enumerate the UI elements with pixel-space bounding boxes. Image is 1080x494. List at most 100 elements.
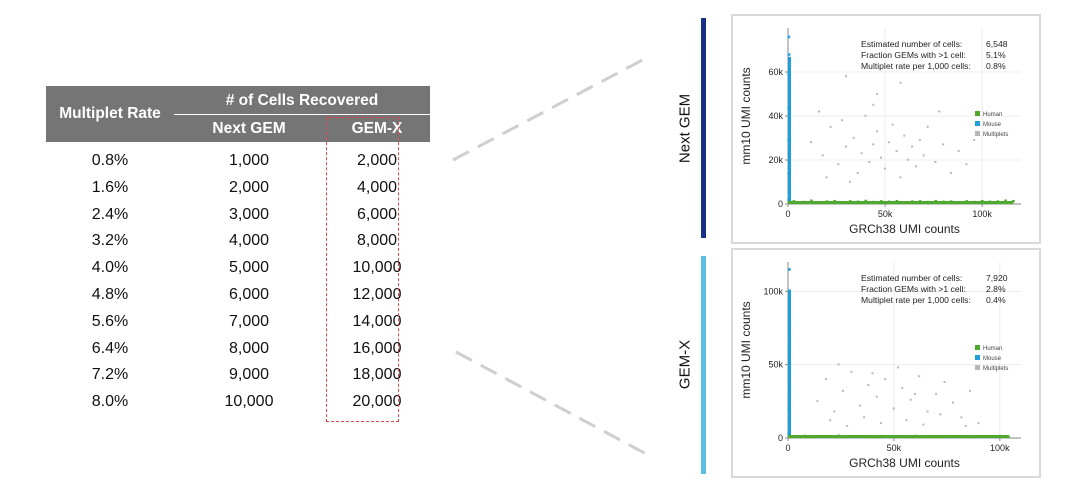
legend-swatch: [975, 111, 980, 116]
point-multiplets: [816, 400, 819, 403]
point-multiplets: [918, 139, 921, 141]
point-multiplets: [825, 176, 828, 179]
point-multiplets: [899, 81, 902, 84]
point-multiplets: [891, 123, 894, 126]
legend-label: Multiplets: [983, 366, 1008, 372]
point-multiplets: [922, 423, 925, 426]
point-multiplets: [871, 372, 874, 375]
point-multiplets: [875, 395, 878, 398]
side-label-gem-x: GEM-X: [676, 339, 694, 390]
point-multiplets: [909, 398, 912, 401]
point-multiplets: [883, 167, 886, 170]
table-header: Multiplet Rate # of Cells Recovered Next…: [46, 86, 430, 142]
point-mouse: [787, 53, 791, 56]
point-multiplets: [942, 143, 945, 146]
point-multiplets: [907, 158, 910, 161]
point-multiplets: [876, 130, 879, 133]
point-multiplets: [860, 152, 863, 155]
connector-bottom: [455, 350, 651, 458]
stat-value: 5.1%: [986, 50, 1006, 60]
point-multiplets: [918, 375, 921, 378]
x-tick-label: 50k: [887, 443, 902, 453]
stat-value: 6,548: [986, 39, 1008, 49]
legend-label: Multiplets: [983, 132, 1008, 138]
y-axis-label: mm10 UMI counts: [739, 67, 753, 164]
mouse-column: [788, 289, 791, 438]
y-tick-label: 60k: [768, 67, 783, 77]
mouse-column: [788, 56, 791, 204]
point-multiplets: [876, 92, 879, 95]
y-tick-label: 50k: [768, 360, 783, 370]
point-multiplets: [892, 407, 895, 410]
stat-label: Multiplet rate per 1,000 cells:: [861, 61, 971, 71]
cell-multiplet-rate: 0.8%: [91, 152, 129, 169]
cell-gem-x: 18,000: [352, 366, 402, 384]
x-tick-label: 0: [785, 443, 790, 453]
header-gem-x: GEM-X: [351, 120, 403, 137]
point-multiplets: [880, 156, 882, 159]
point-multiplets: [935, 392, 938, 395]
next-gem-bar: [701, 18, 706, 238]
cell-multiplet-rate: 5.6%: [91, 312, 129, 330]
x-tick-label: 0: [785, 209, 790, 219]
point-multiplets: [926, 125, 929, 128]
point-multiplets: [957, 150, 960, 152]
x-axis-label: GRCh38 UMI counts: [849, 222, 960, 236]
human-strip: [788, 435, 1009, 438]
legend-label: Human: [983, 112, 1002, 118]
y-tick-label: 20k: [768, 155, 783, 165]
point-multiplets: [872, 103, 875, 106]
point-multiplets: [926, 410, 929, 413]
point-multiplets: [856, 172, 859, 174]
point-human: [810, 199, 813, 203]
header-next-gem: Next GEM: [212, 120, 286, 137]
multiplet-table: Multiplet Rate # of Cells Recovered Next…: [46, 86, 430, 416]
cell-next-gem: 10,000: [224, 393, 274, 411]
stat-value: 7,920: [986, 273, 1008, 283]
x-tick-label: 100k: [972, 209, 992, 219]
legend-swatch: [975, 121, 980, 126]
point-multiplets: [914, 165, 917, 168]
point-multiplets: [864, 114, 867, 117]
point-multiplets: [968, 389, 971, 392]
point-multiplets: [841, 389, 844, 392]
point-multiplets: [952, 401, 955, 404]
point-multiplets: [922, 154, 925, 157]
point-multiplets: [949, 172, 952, 174]
cell-gem-x: 10,000: [352, 259, 402, 277]
gem-x-bar: [701, 256, 706, 474]
legend-swatch: [975, 355, 980, 360]
point-multiplets: [884, 378, 887, 381]
header-divider: [174, 114, 430, 115]
cell-gem-x: 4,000: [356, 178, 398, 196]
header-multiplet-rate: Multiplet Rate: [59, 105, 161, 122]
cell-gem-x: 20,000: [352, 393, 402, 411]
header-cells-recovered: # of Cells Recovered: [225, 92, 379, 109]
stat-label: Multiplet rate per 1,000 cells:: [861, 295, 971, 305]
point-multiplets: [824, 378, 827, 381]
cell-multiplet-rate: 7.2%: [91, 366, 129, 384]
point-multiplets: [829, 419, 832, 422]
point-multiplets: [829, 125, 832, 128]
legend-label: Mouse: [983, 356, 1002, 362]
cell-multiplet-rate: 6.4%: [91, 339, 129, 357]
cell-next-gem: 5,000: [228, 259, 270, 277]
cell-next-gem: 3,000: [228, 205, 270, 223]
point-multiplets: [905, 419, 908, 422]
stat-value: 0.8%: [986, 61, 1006, 71]
y-tick-label: 100k: [763, 286, 783, 296]
point-multiplets: [965, 163, 968, 166]
point-multiplets: [973, 139, 976, 141]
point-multiplets: [960, 416, 963, 419]
legend-label: Mouse: [983, 122, 1002, 128]
human-strip: [788, 201, 1014, 204]
point-multiplets: [841, 119, 844, 122]
point-multiplets: [903, 134, 906, 137]
